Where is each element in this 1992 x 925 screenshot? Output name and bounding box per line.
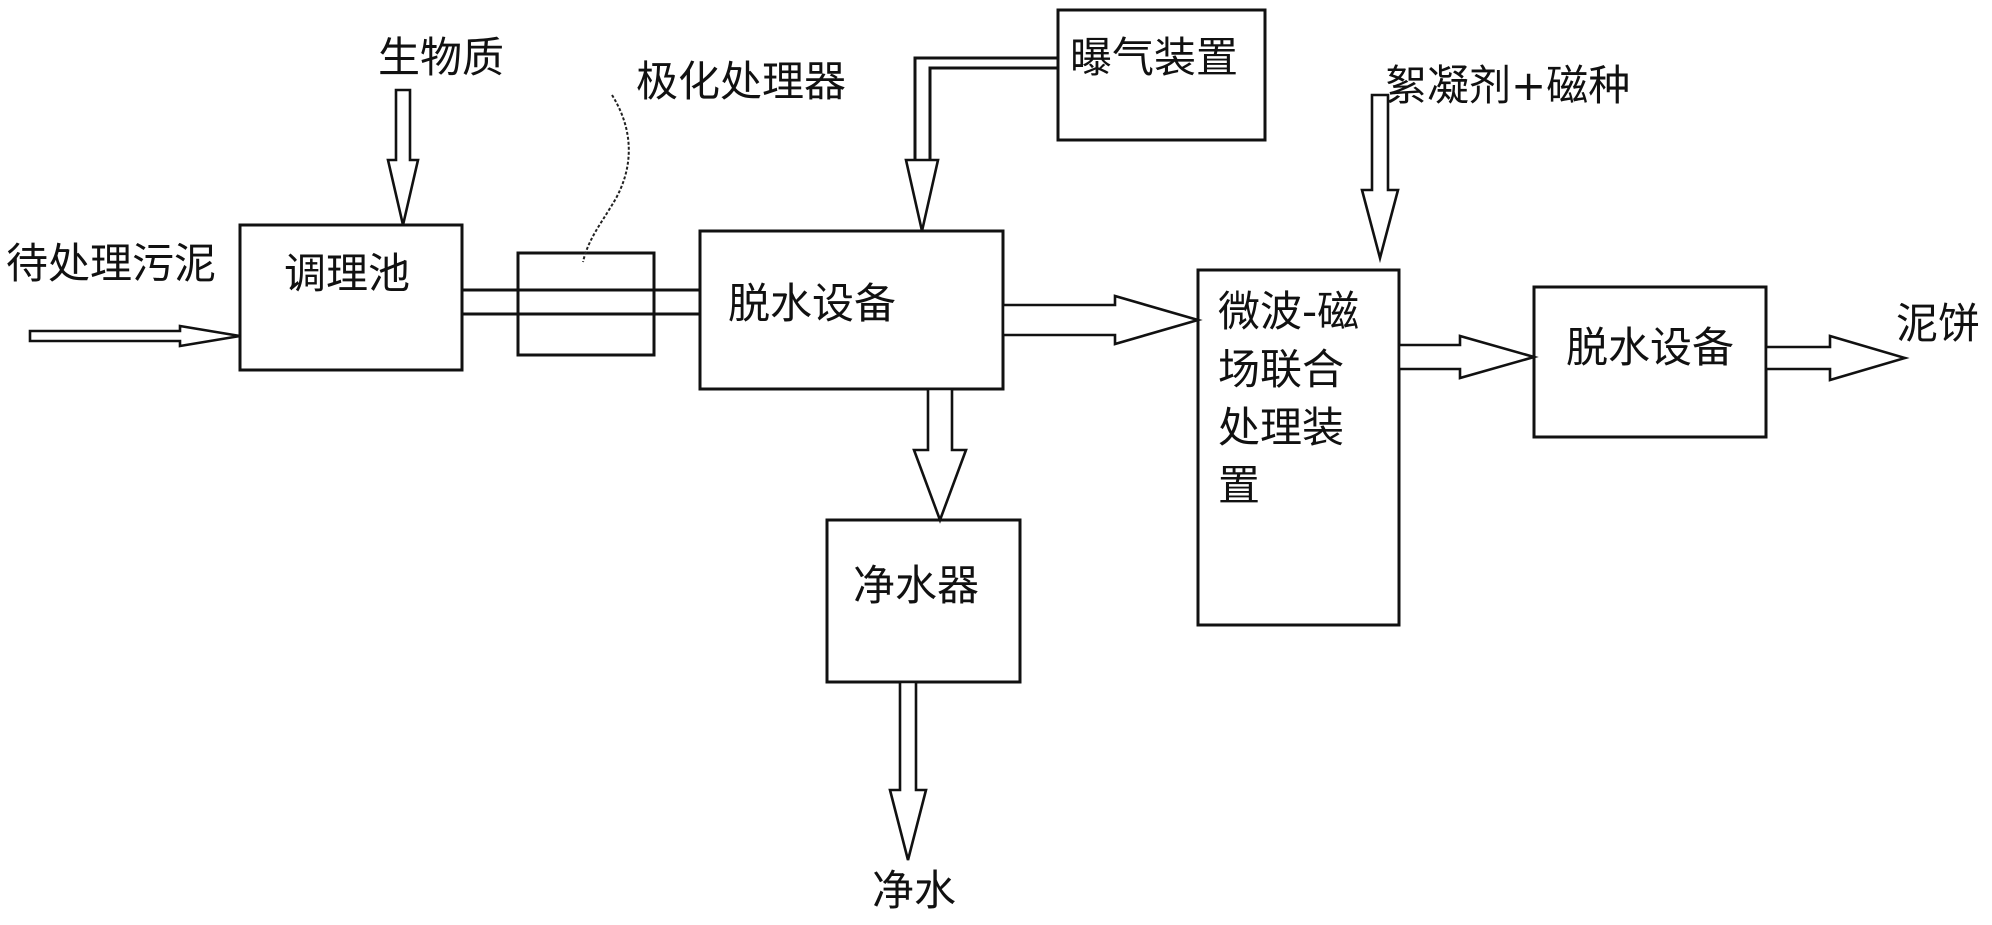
dewatering1-to-microwave-arrow <box>1001 294 1203 346</box>
water-purifier-label: 净水器 <box>853 561 979 610</box>
sludge-input-arrow <box>28 324 241 348</box>
microwave-magnetic-label-line-2: 场联合 <box>1218 345 1344 394</box>
dewatering-equipment-1-label: 脱水设备 <box>728 279 896 328</box>
aeration-arrow <box>904 158 940 232</box>
clean-water-label: 净水 <box>872 866 956 915</box>
purifier-to-cleanwater-arrow <box>888 680 928 861</box>
water-purifier-box <box>825 518 1022 684</box>
polarization-processor-label: 极化处理器 <box>636 57 846 106</box>
aeration-device-box <box>1056 8 1267 142</box>
microwave-to-dewatering2-arrow <box>1397 334 1539 380</box>
biomass-arrow <box>386 88 420 226</box>
aeration-pipe-horizontal <box>913 56 1058 160</box>
flocculant-arrow <box>1360 93 1400 264</box>
conditioning-tank-label: 调理池 <box>284 249 410 298</box>
microwave-magnetic-label-line-3: 处理装 <box>1218 403 1344 452</box>
mud-cake-label: 泥饼 <box>1896 299 1980 348</box>
biomass-label: 生物质 <box>378 33 504 82</box>
microwave-magnetic-label-line-4: 置 <box>1218 461 1260 510</box>
dewatering2-to-mudcake-arrow <box>1764 334 1910 382</box>
polarization-leader-line <box>582 94 630 263</box>
microwave-magnetic-label-line-1: 微波-磁 <box>1218 287 1359 336</box>
aeration-device-label: 曝气装置 <box>1070 33 1238 82</box>
aeration-pipe-horizontal-inner <box>928 66 1058 160</box>
dewatering-equipment-2-label: 脱水设备 <box>1566 323 1734 372</box>
sludge-input-label: 待处理污泥 <box>6 239 216 288</box>
dewatering1-to-purifier-arrow <box>912 387 968 524</box>
microwave-magnetic-device-box <box>1196 268 1401 627</box>
pipe-conditioning-to-dewatering <box>460 288 702 316</box>
flocculant-label: 絮凝剂+磁种 <box>1385 61 1630 110</box>
